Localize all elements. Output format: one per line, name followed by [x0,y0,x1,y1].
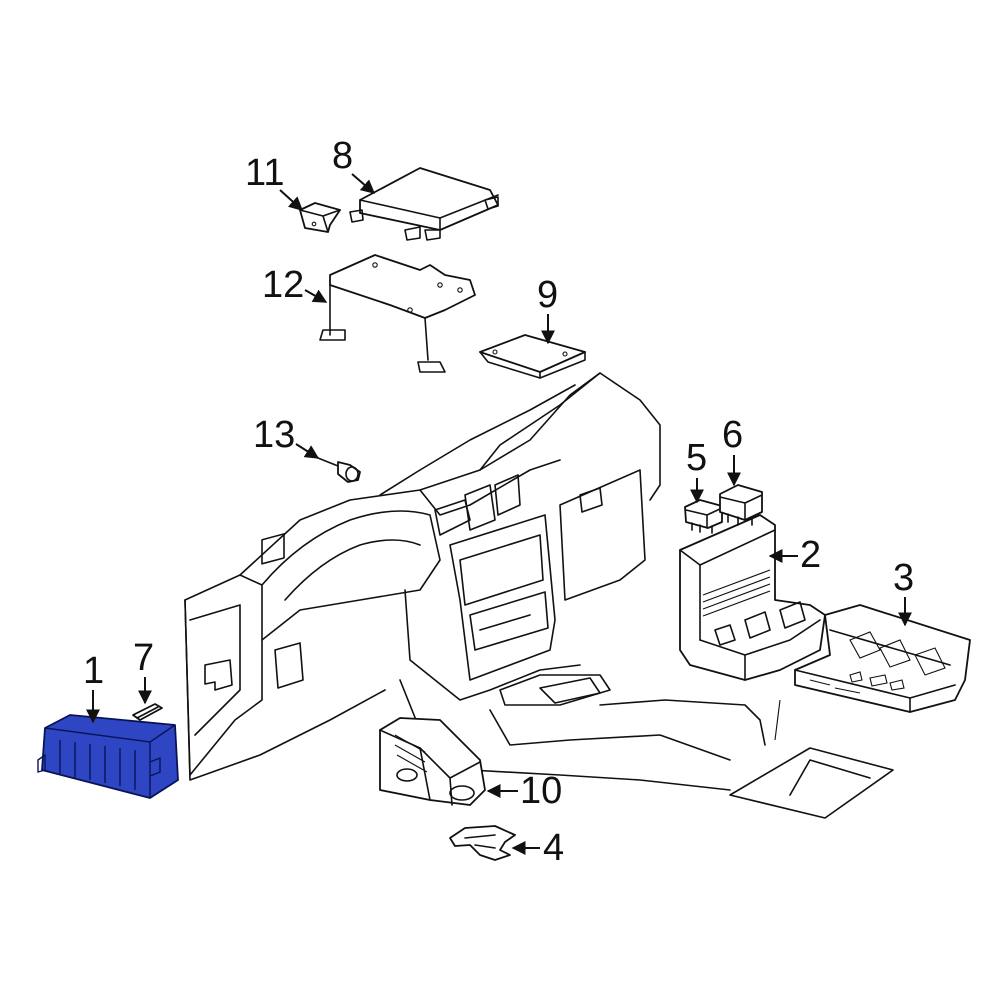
svg-text:3: 3 [893,557,914,599]
part-5-relay[interactable] [684,499,723,534]
callout-8: 8 [332,135,376,194]
part-3-control-module[interactable] [794,604,971,713]
callout-2: 2 [768,534,821,576]
part-9-module[interactable] [479,334,586,379]
callout-10: 10 [486,770,562,812]
part-7-fuse[interactable] [132,703,163,721]
callout-1: 1 [83,650,104,724]
svg-text:4: 4 [543,827,564,869]
svg-text:8: 8 [332,135,353,177]
callout-9: 9 [537,274,558,345]
callout-11: 11 [245,152,304,211]
part-2-junction-box[interactable] [679,514,826,681]
callout-4: 4 [511,827,564,869]
svg-text:12: 12 [262,264,304,306]
svg-text:11: 11 [245,152,284,194]
part-11-bracket[interactable] [299,202,341,233]
svg-text:9: 9 [537,274,558,316]
part-12-mounting-bracket[interactable] [319,254,476,373]
svg-text:2: 2 [800,534,821,576]
part-13-sensor[interactable] [317,457,361,483]
callout-7: 7 [133,637,154,705]
part-10-sensor-module[interactable] [379,717,486,806]
svg-text:5: 5 [686,437,707,479]
svg-text:7: 7 [133,637,154,679]
callout-13: 13 [253,414,320,459]
svg-text:1: 1 [83,650,104,692]
part-8-ecu[interactable] [349,167,499,241]
svg-text:6: 6 [722,414,743,456]
callout-3: 3 [893,557,914,627]
svg-text:13: 13 [253,414,295,456]
callout-6: 6 [722,414,743,487]
part-1-module[interactable] [37,714,179,799]
svg-text:10: 10 [520,770,562,812]
part-4-bracket[interactable] [449,825,516,861]
dashboard-outline [184,372,894,819]
callout-12: 12 [262,264,328,306]
callout-5: 5 [686,437,707,504]
